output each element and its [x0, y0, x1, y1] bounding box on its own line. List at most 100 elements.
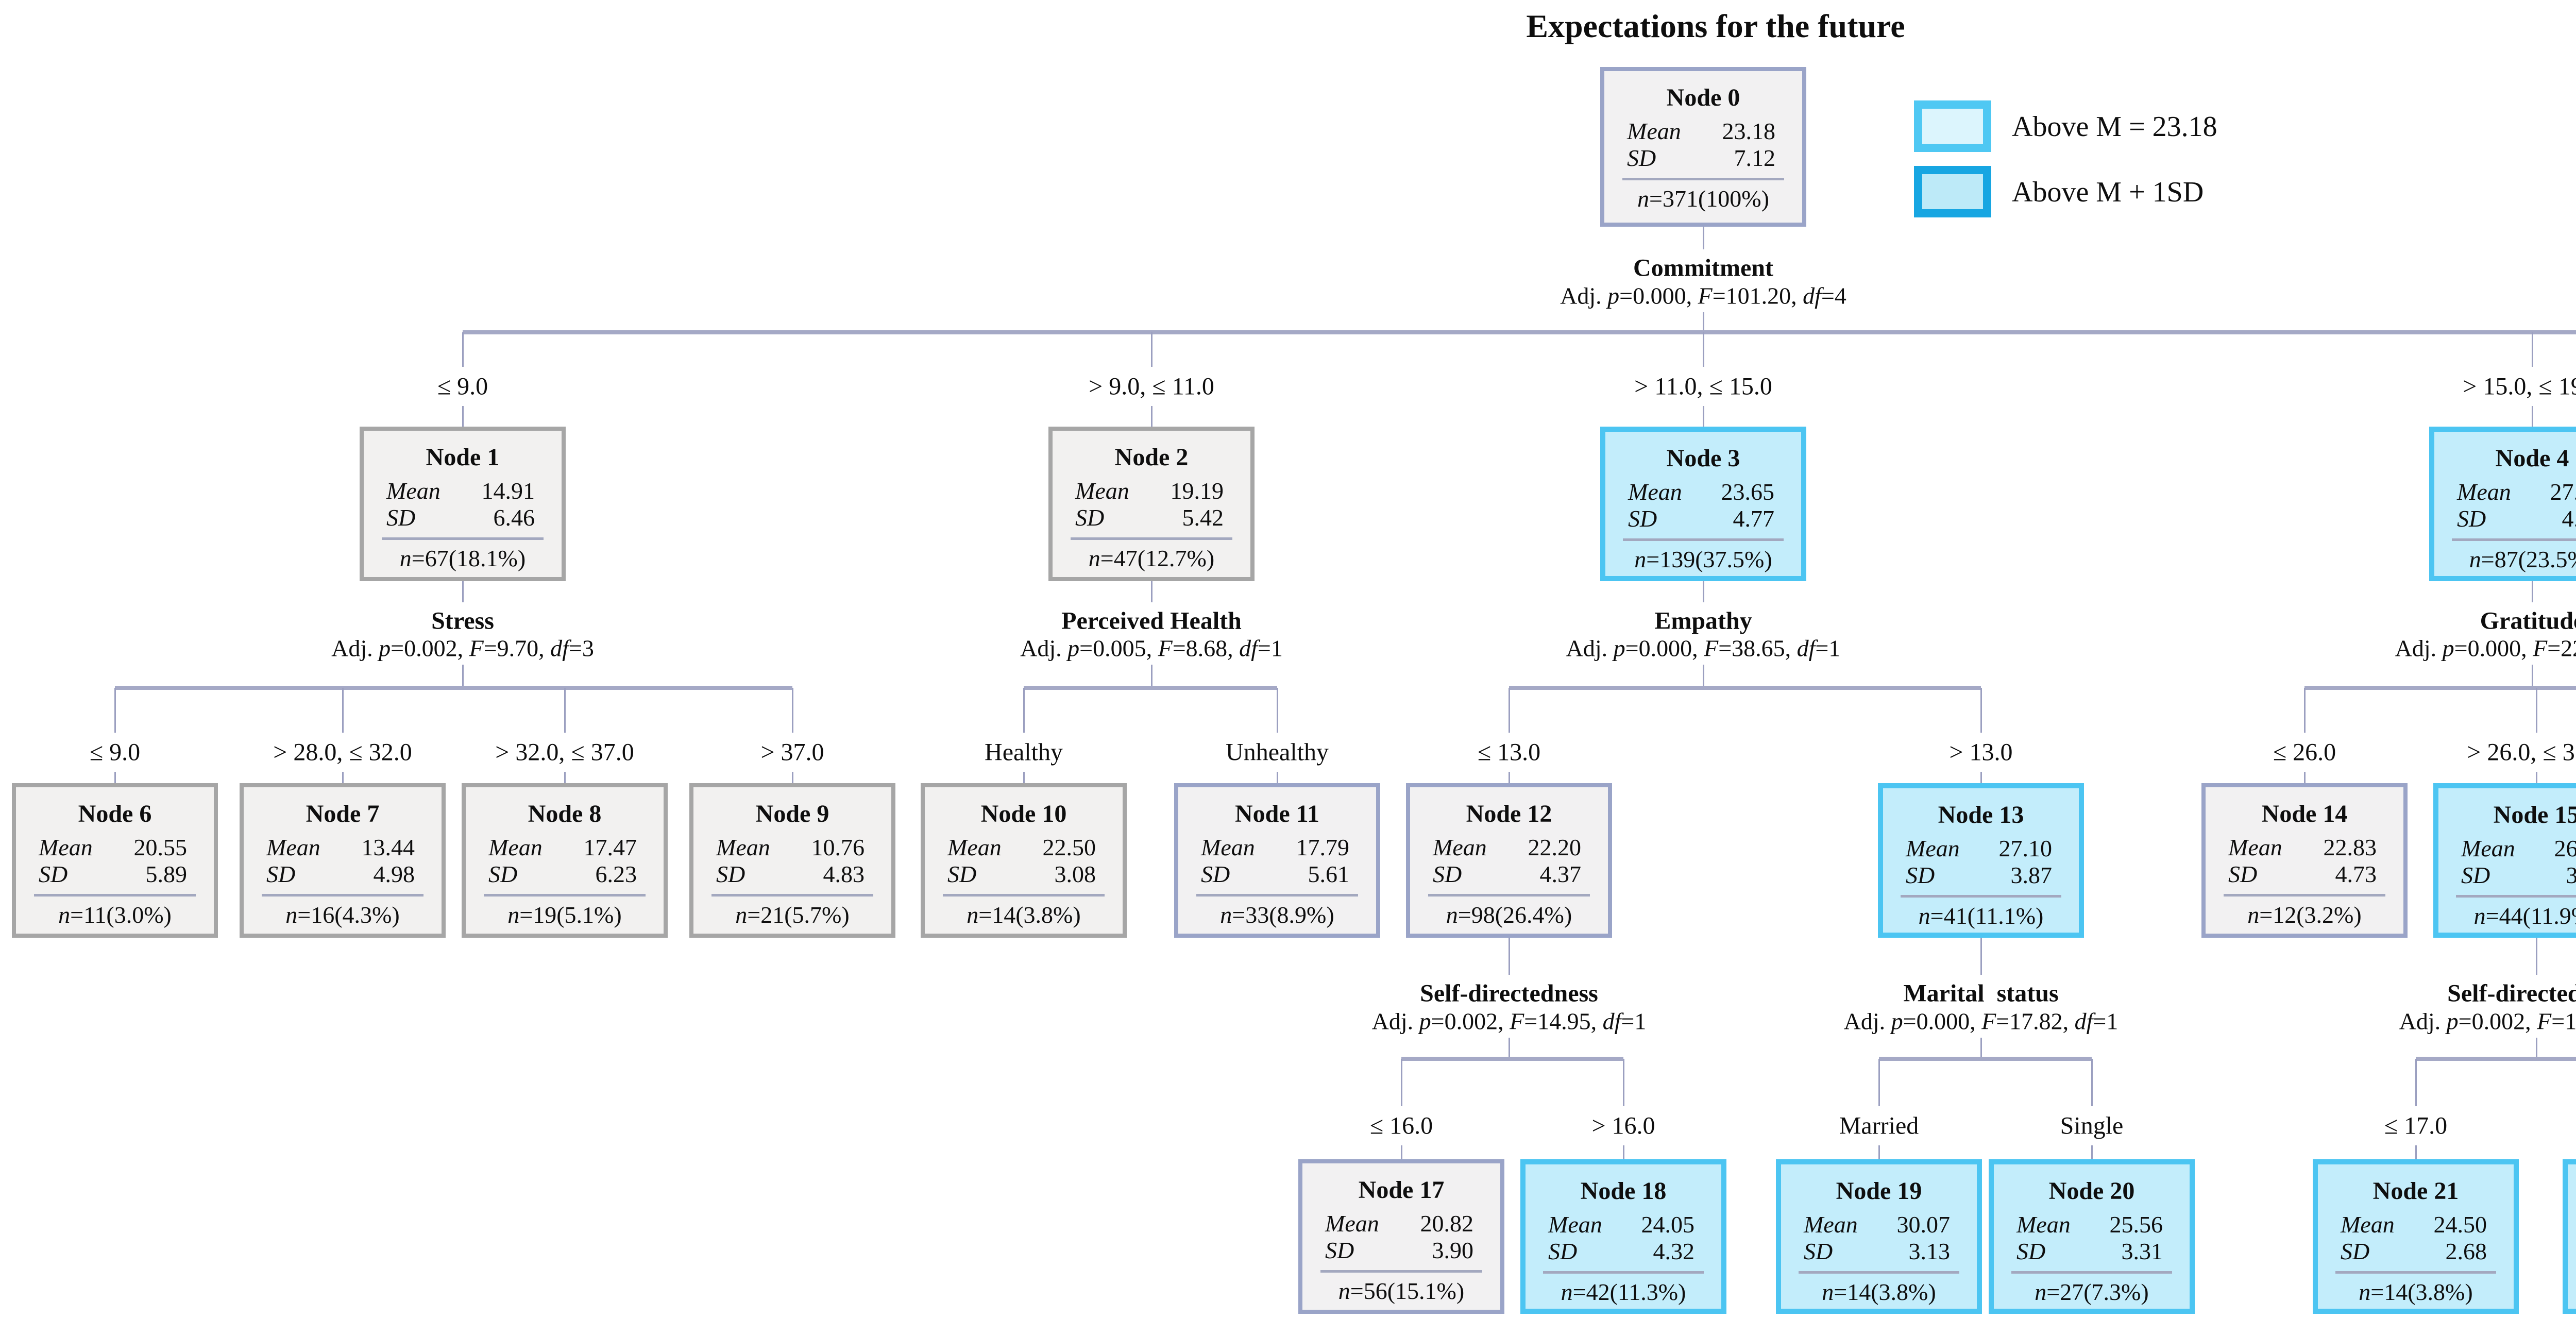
node-20-n-value: 27(7.3%)	[2060, 1279, 2149, 1305]
node-13-title: Node 13	[1938, 801, 2024, 828]
split-stem	[1980, 938, 1982, 975]
node-22-title: Node 22	[2568, 1177, 2576, 1205]
split-stats-1-seg-6: =3	[568, 635, 594, 662]
node-0-sd-label: SD	[1627, 145, 1656, 171]
branch-line	[2531, 332, 2533, 367]
node-21-title: Node 21	[2372, 1177, 2459, 1205]
node-11-title: Node 11	[1234, 800, 1319, 827]
split-stem	[1702, 581, 1704, 602]
branch-line	[1150, 332, 1153, 367]
node-9-n-label: n	[735, 902, 748, 928]
split-stats-2-seg-5: df	[1239, 635, 1258, 662]
branch-line	[2415, 1059, 2417, 1106]
node-21-n-eq: =	[2370, 1279, 2384, 1305]
split-stats-4-seg-1: p	[2442, 635, 2454, 662]
split-stem	[2535, 1038, 2537, 1059]
split-stem	[462, 581, 464, 602]
branch-line	[462, 332, 464, 367]
node-15-n-eq: =	[2485, 903, 2499, 929]
split-stats-3-seg-6: =1	[1815, 635, 1841, 662]
node-7-sd-label: SD	[266, 861, 296, 887]
node-11-n-value: 33(8.9%)	[1245, 902, 1334, 928]
node-18-divider	[1543, 1271, 1704, 1274]
split-stats-2: Adj. p=0.005, F=8.68, df=1	[1020, 635, 1283, 662]
split-stats-0-seg-6: =4	[1821, 282, 1846, 309]
node-13-mean-value: 27.10	[1998, 835, 2053, 861]
split-stem	[1702, 227, 1704, 249]
branch-label-node-11: Unhealthy	[1226, 738, 1329, 766]
split-stats-4-seg-0: Adj.	[2395, 635, 2443, 662]
split-stats-1-seg-3: F	[469, 635, 484, 662]
node-18-n-eq: =	[1572, 1279, 1586, 1305]
node-10-title: Node 10	[980, 800, 1067, 827]
branch-line	[1878, 1145, 1880, 1159]
node-20-sd-label: SD	[2016, 1238, 2046, 1264]
branch-label-node-1: ≤ 9.0	[437, 373, 488, 400]
split-stats-0-seg-1: p	[1607, 282, 1620, 309]
node-10-n-eq: =	[978, 902, 992, 928]
node-14-sd-value: 4.73	[2335, 861, 2377, 887]
branch-label-node-13: > 13.0	[1949, 738, 2013, 766]
node-10-mean-value: 22.50	[1042, 834, 1096, 860]
node-3-sd-label: SD	[1628, 505, 1657, 532]
branch-line	[2535, 772, 2537, 783]
split-stats-1-seg-2: =0.002,	[391, 635, 469, 662]
node-20-divider	[2011, 1271, 2172, 1274]
node-17-divider	[1320, 1270, 1483, 1273]
branch-line	[564, 772, 566, 783]
node-7-mean-label: Mean	[266, 834, 320, 860]
node-9-mean-value: 10.76	[811, 834, 865, 860]
branch-line	[1400, 1145, 1402, 1159]
node-18-mean-label: Mean	[1548, 1211, 1602, 1238]
branch-line	[1878, 1059, 1880, 1106]
branch-line	[2531, 406, 2533, 427]
node-19-title: Node 19	[1836, 1177, 1922, 1205]
split-stats-6: Adj. p=0.000, F=17.82, df=1	[1844, 1008, 2119, 1035]
node-21-n-value: 14(3.8%)	[2384, 1279, 2473, 1305]
split-stats-0-seg-3: F	[1698, 282, 1713, 309]
branch-label-node-8: > 32.0, ≤ 37.0	[495, 738, 634, 766]
node-14-mean-value: 22.83	[2323, 834, 2377, 860]
node-1-n-value: 67(18.1%)	[425, 545, 526, 571]
split-stats-4: Adj. p=0.000, F=22.12, df=2	[2395, 635, 2576, 662]
node-6-mean-value: 20.55	[133, 834, 188, 860]
branch-line	[1622, 1059, 1624, 1106]
node-8-divider	[483, 894, 646, 897]
branch-line	[1702, 406, 1704, 427]
split-stats-6-seg-0: Adj.	[1843, 1008, 1891, 1035]
split-stats-3-seg-4: =38.65,	[1718, 635, 1797, 662]
branch-label-node-6: ≤ 9.0	[89, 738, 141, 766]
node-6-n-value: 11(3.0%)	[83, 902, 172, 928]
node-20-n-label: n	[2035, 1279, 2047, 1305]
node-18-n-label: n	[1561, 1279, 1573, 1305]
split-stats-5-seg-6: =1	[1621, 1008, 1647, 1035]
node-6-title: Node 6	[78, 800, 152, 827]
node-18-sd-value: 4.32	[1653, 1238, 1695, 1264]
branch-line	[1400, 1059, 1402, 1106]
legend-swatch-above-m-1sd-icon	[1914, 166, 1991, 217]
node-9-n-eq: =	[747, 902, 761, 928]
node-7-sd-value: 4.98	[373, 861, 415, 887]
node-18-n-value: 42(11.3%)	[1586, 1279, 1686, 1305]
node-2-sd-label: SD	[1075, 504, 1105, 531]
branch-label-node-17: ≤ 16.0	[1369, 1112, 1433, 1140]
node-11-mean-value: 17.79	[1296, 834, 1350, 860]
branch-label-node-18: > 16.0	[1591, 1112, 1655, 1140]
node-11-mean-label: Mean	[1201, 834, 1255, 860]
node-18-sd-label: SD	[1548, 1238, 1578, 1264]
split-name-4: Gratitude	[2480, 607, 2576, 635]
node-9-sd-value: 4.83	[823, 861, 865, 887]
split-name-7: Self-directedness	[2447, 979, 2576, 1007]
split-stats-4-seg-2: =0.000,	[2454, 635, 2533, 662]
split-bus	[1401, 1057, 1623, 1061]
branch-label-node-10: Healthy	[985, 738, 1063, 766]
split-stats-2-seg-3: F	[1158, 635, 1173, 662]
split-bus	[1879, 1057, 2092, 1061]
split-stats-3-seg-5: df	[1797, 635, 1816, 662]
figure-title: Expectations for the future	[1526, 8, 1905, 44]
node-3-title: Node 3	[1666, 445, 1740, 472]
split-stem	[1980, 1038, 1982, 1059]
